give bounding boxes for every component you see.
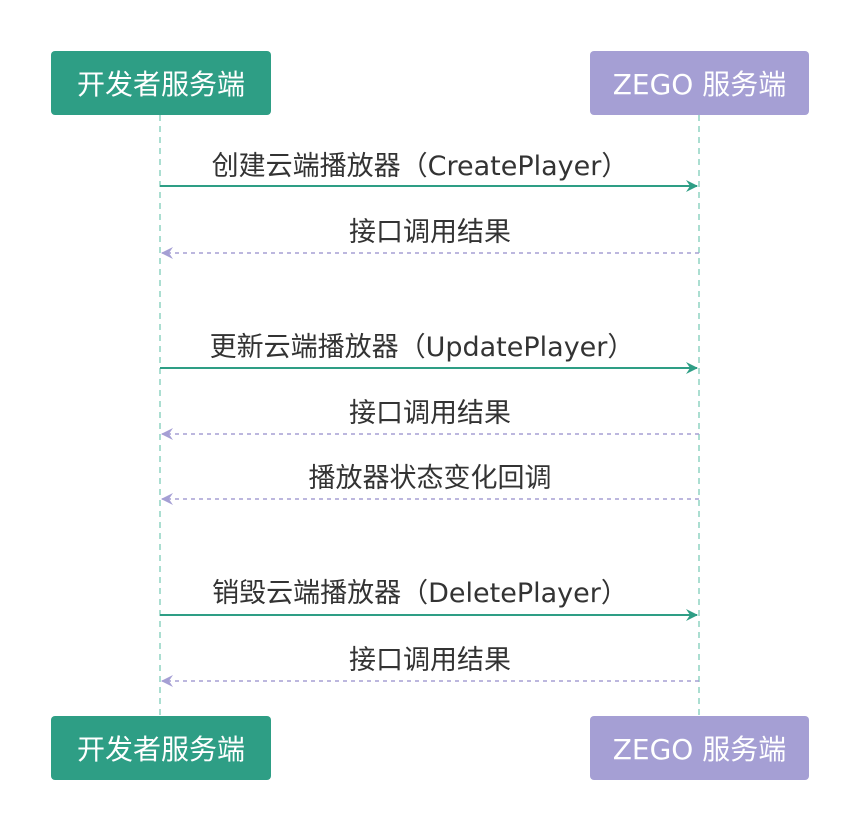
message-delete-player: 销毁云端播放器（DeletePlayer）: [212, 578, 628, 609]
participant-zego-bottom: ZEGO 服务端: [590, 716, 809, 780]
message-create-player: 创建云端播放器（CreatePlayer）: [211, 151, 629, 182]
participant-developer-label: 开发者服务端: [76, 68, 245, 101]
message-state-callback: 播放器状态变化回调: [308, 463, 552, 494]
participant-zego-label: ZEGO 服务端: [612, 68, 787, 101]
message-delete-result: 接口调用结果: [349, 645, 511, 676]
participant-developer-top: 开发者服务端: [51, 51, 271, 115]
participant-developer-label: 开发者服务端: [76, 733, 245, 766]
participant-zego-top: ZEGO 服务端: [590, 51, 809, 115]
participant-developer-bottom: 开发者服务端: [51, 716, 271, 780]
participant-zego-label: ZEGO 服务端: [612, 733, 787, 766]
message-update-result: 接口调用结果: [349, 398, 511, 429]
message-create-result: 接口调用结果: [349, 217, 511, 248]
message-update-player: 更新云端播放器（UpdatePlayer）: [209, 332, 635, 363]
